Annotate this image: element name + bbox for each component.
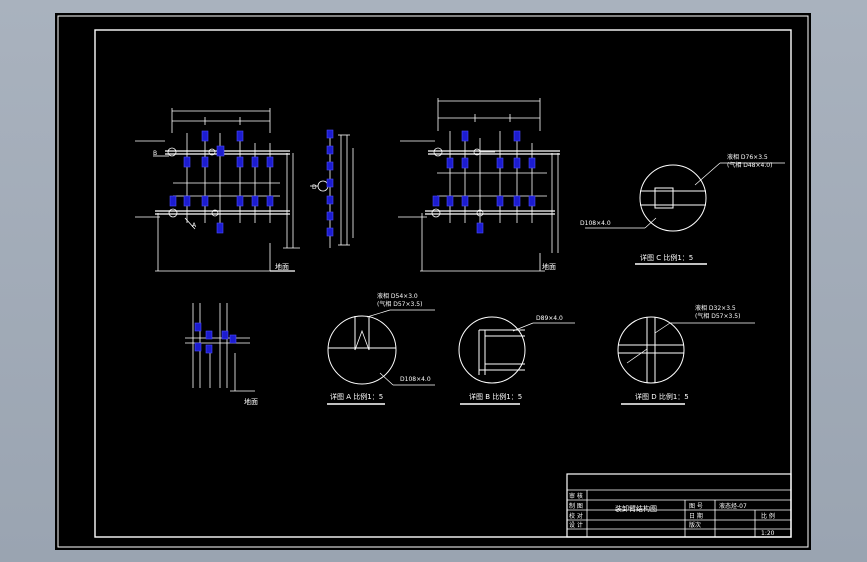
detail-b: [458, 316, 575, 405]
tb-ratio-value: 1:20: [761, 530, 775, 537]
tags-elevation-1: B A 地面: [153, 150, 289, 271]
ground-label-1: 地面: [275, 262, 289, 271]
drawing-canvas[interactable]: B A 地面: [55, 13, 811, 550]
loading-arm-elevation-1: [135, 108, 300, 272]
detail-d-note-liquid: 液相 D32×3.5: [695, 304, 736, 312]
title-block: [566, 473, 792, 538]
tb-proofread: 校 对: [569, 512, 583, 520]
tb-drawing-no: 液态烃-07: [719, 502, 747, 510]
sheet-outer-border: [57, 15, 809, 548]
tb-drawing: 制 图: [569, 502, 583, 510]
cad-drawing: B A 地面: [57, 15, 809, 548]
title-block-text: 审 核 制 图 校 对 设 计 装卸臂结构图 图 号 液态烃-07 日 期 版次…: [569, 492, 775, 537]
detail-d-title: 详图 D 比例1：5: [635, 392, 689, 401]
tb-drawing-title: 装卸臂结构图: [615, 504, 657, 513]
drawing-frame: [94, 29, 792, 538]
detail-b-pipe-spec: D89×4.0: [536, 315, 563, 322]
tb-version: 版次: [689, 521, 701, 529]
loading-arm-plan-view: [185, 303, 255, 392]
tb-date-label: 日 期: [689, 512, 703, 520]
tag-d: D: [312, 184, 317, 191]
detail-d: [617, 316, 755, 405]
tb-ratio-label: 比 例: [761, 512, 775, 520]
detail-a-note-gas: (气相 D57×3.5): [377, 300, 422, 308]
detail-b-title: 详图 B 比例1：5: [469, 392, 522, 401]
tag-a: A: [192, 222, 197, 229]
detail-c: [585, 162, 785, 265]
detail-c-title: 详图 C 比例1：5: [640, 253, 693, 262]
detail-a: [327, 309, 435, 405]
detail-a-title: 详图 A 比例1：5: [330, 392, 383, 401]
detail-c-note-gas: (气相 D48×4.0): [727, 161, 772, 169]
tb-drawing-no-label: 图 号: [689, 503, 703, 510]
tag-b: B: [153, 150, 157, 157]
detail-a-note-liquid: 液相 D54×3.0: [377, 292, 418, 300]
detail-c-pipe-spec: D108×4.0: [580, 220, 611, 227]
ground-label-3: 地面: [244, 397, 258, 406]
detail-c-note-liquid: 液相 D76×3.5: [727, 153, 768, 161]
valves-elevation-2: [432, 130, 536, 234]
detail-a-pipe-spec: D108×4.0: [400, 376, 431, 383]
ground-label-2: 地面: [542, 262, 556, 271]
detail-d-note-gas: (气相 D57×3.5): [695, 312, 740, 320]
valves-plan-view: [194, 322, 237, 354]
valves-side-view: [326, 129, 334, 237]
tb-review: 审 核: [569, 492, 583, 500]
loading-arm-elevation-2: [398, 98, 560, 272]
tb-design: 设 计: [569, 521, 583, 529]
valves-elevation-1: [169, 130, 274, 234]
